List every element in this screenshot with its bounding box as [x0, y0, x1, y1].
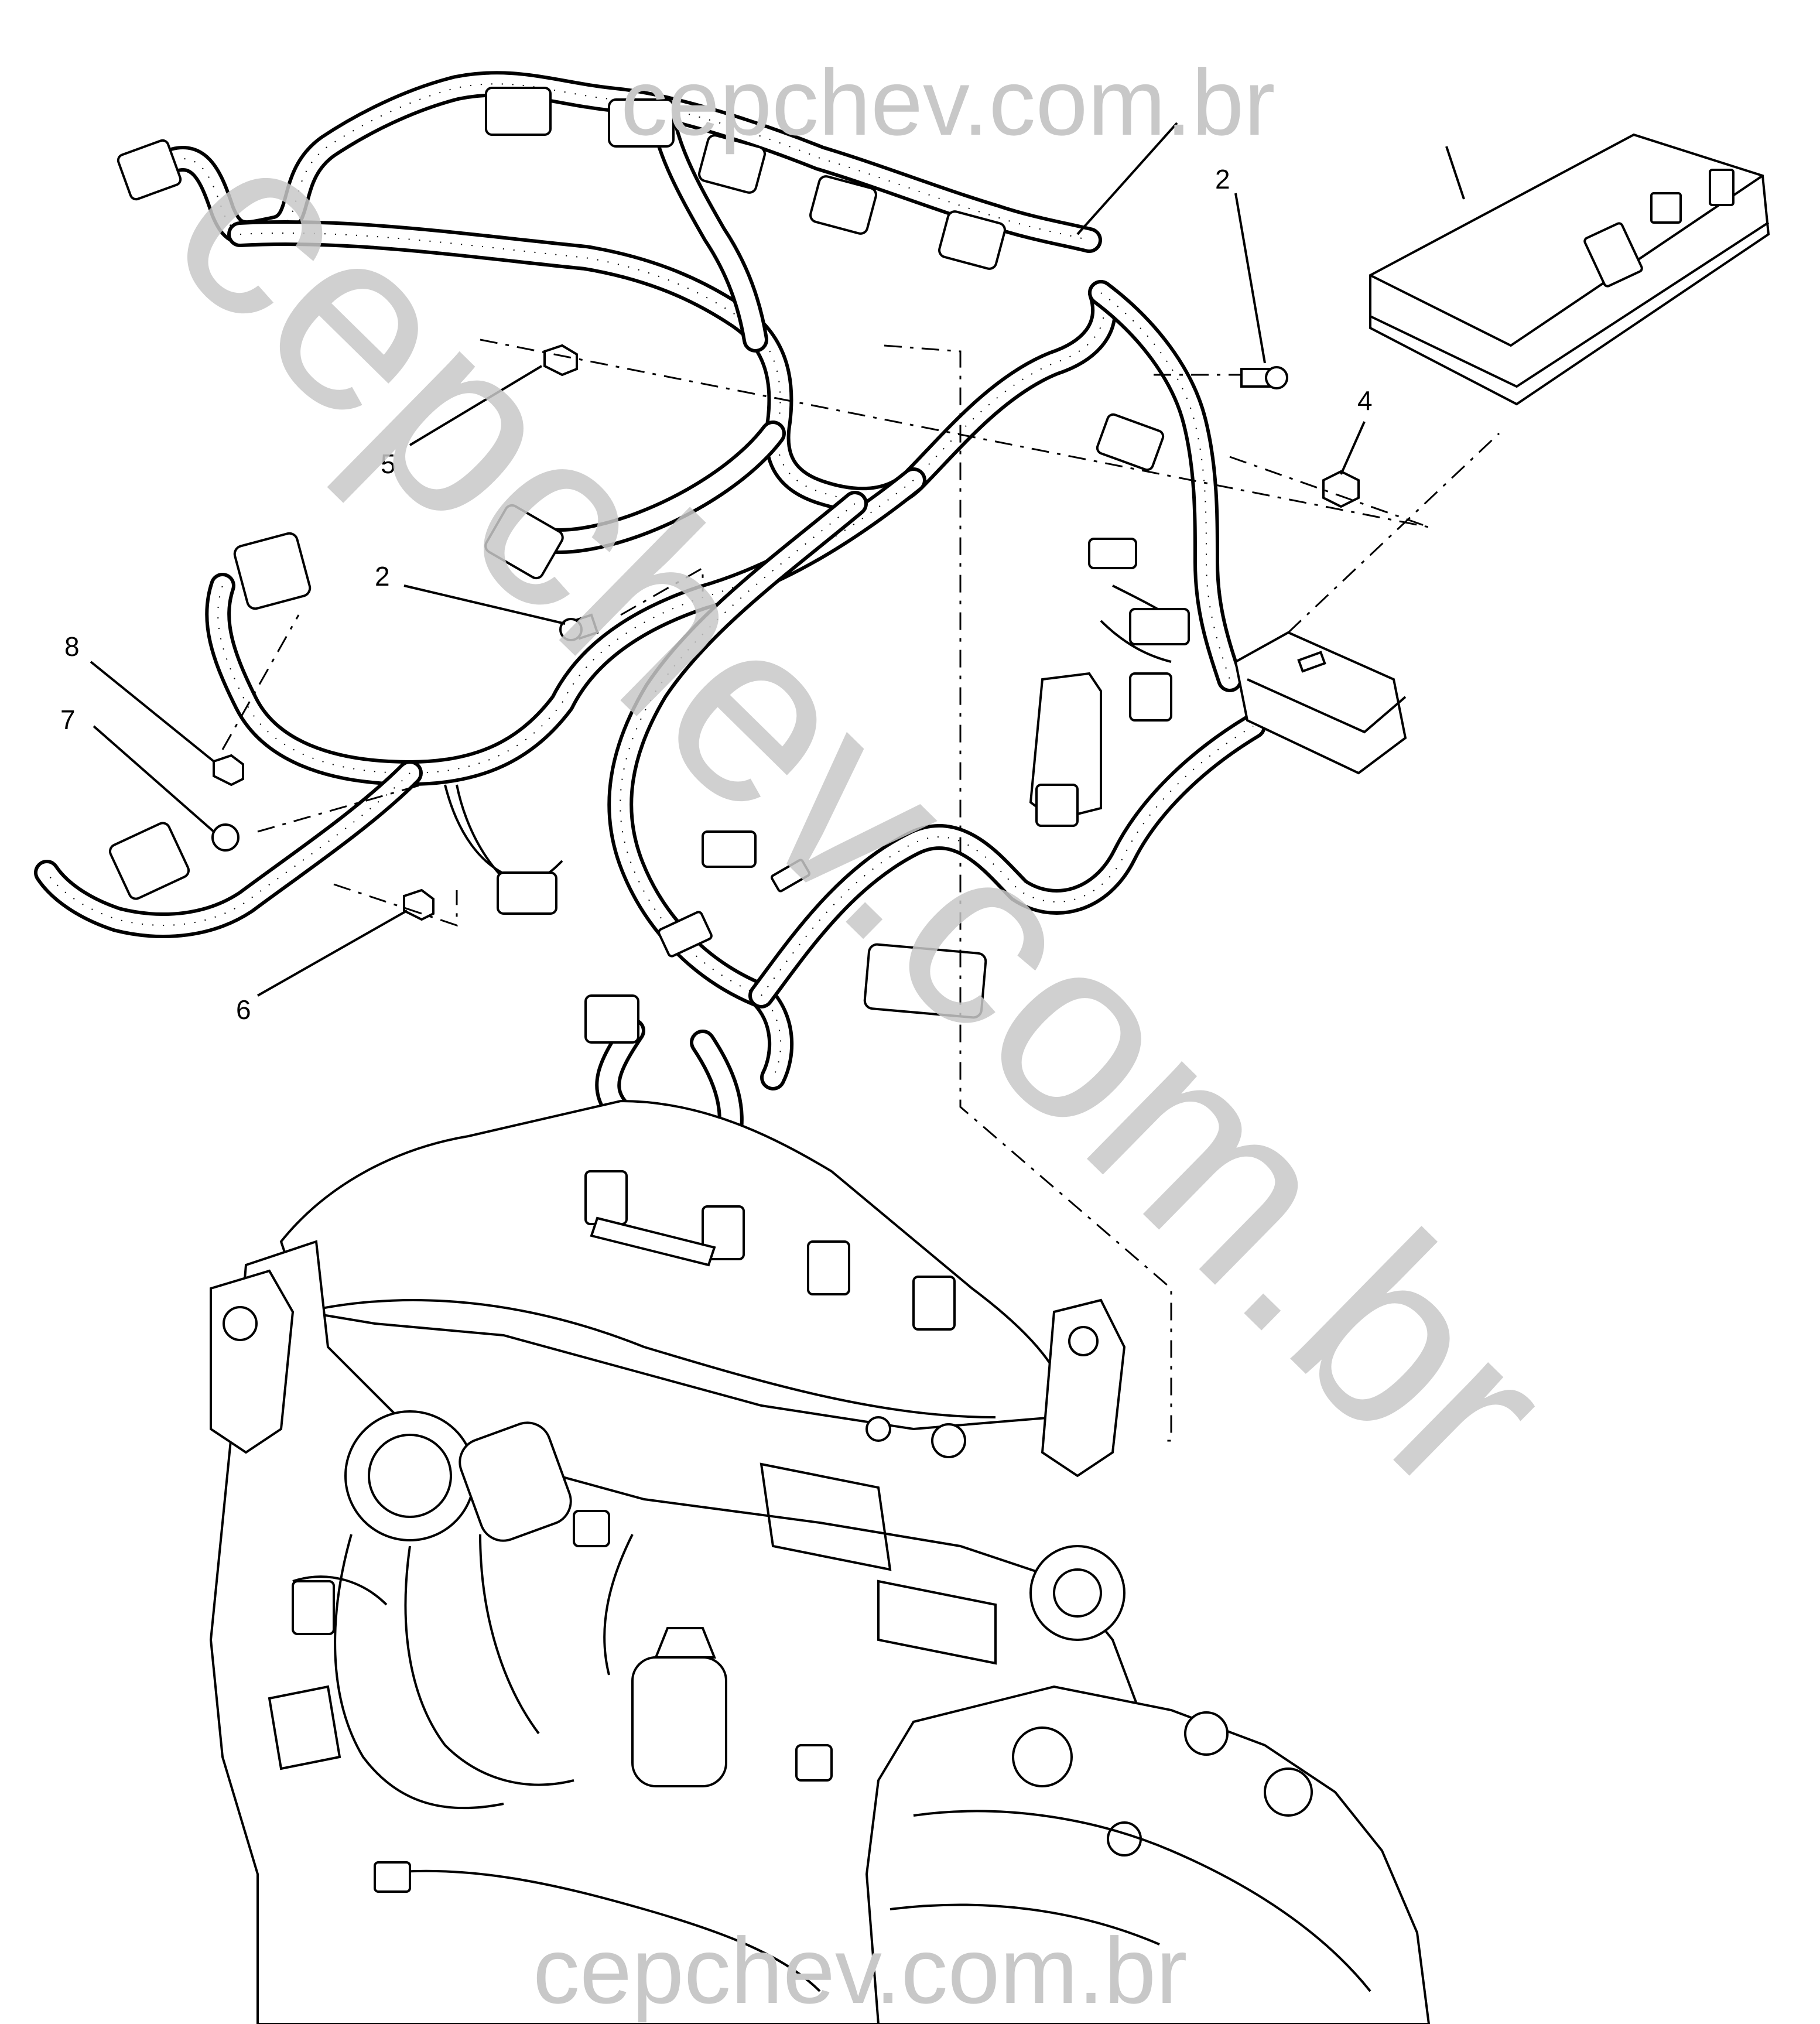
leader-line — [93, 725, 215, 833]
watermark-bottom: cepchev.com.br — [533, 1918, 1188, 2023]
engine-wiring-harness-icon — [34, 71, 1266, 1187]
leader-line — [1076, 122, 1178, 235]
leader-line — [90, 661, 215, 763]
fuse-block-icon — [1234, 133, 1770, 775]
callout-7: 7 — [60, 705, 76, 735]
assembly-line-icon — [221, 339, 1500, 1442]
engine-control-module-icon — [1029, 672, 1172, 827]
connector-icon — [108, 87, 1190, 1044]
leader-line — [403, 584, 566, 625]
leader-line — [1234, 193, 1266, 364]
engine-assembly-icon — [209, 1099, 1431, 2024]
callout-6: 6 — [236, 994, 251, 1025]
watermark-top: cepchev.com.br — [621, 50, 1275, 155]
callout-5: 5 — [381, 449, 396, 479]
fastener-icon — [211, 344, 1360, 921]
callout-2-upper: 2 — [1215, 164, 1230, 194]
callout-2-left: 2 — [375, 561, 390, 592]
leader-line — [257, 910, 408, 997]
callout-8: 8 — [64, 631, 80, 662]
leader-line — [1340, 421, 1366, 475]
callout-4: 4 — [1357, 385, 1373, 416]
leader-line — [1445, 146, 1465, 200]
leader-line — [409, 365, 543, 446]
